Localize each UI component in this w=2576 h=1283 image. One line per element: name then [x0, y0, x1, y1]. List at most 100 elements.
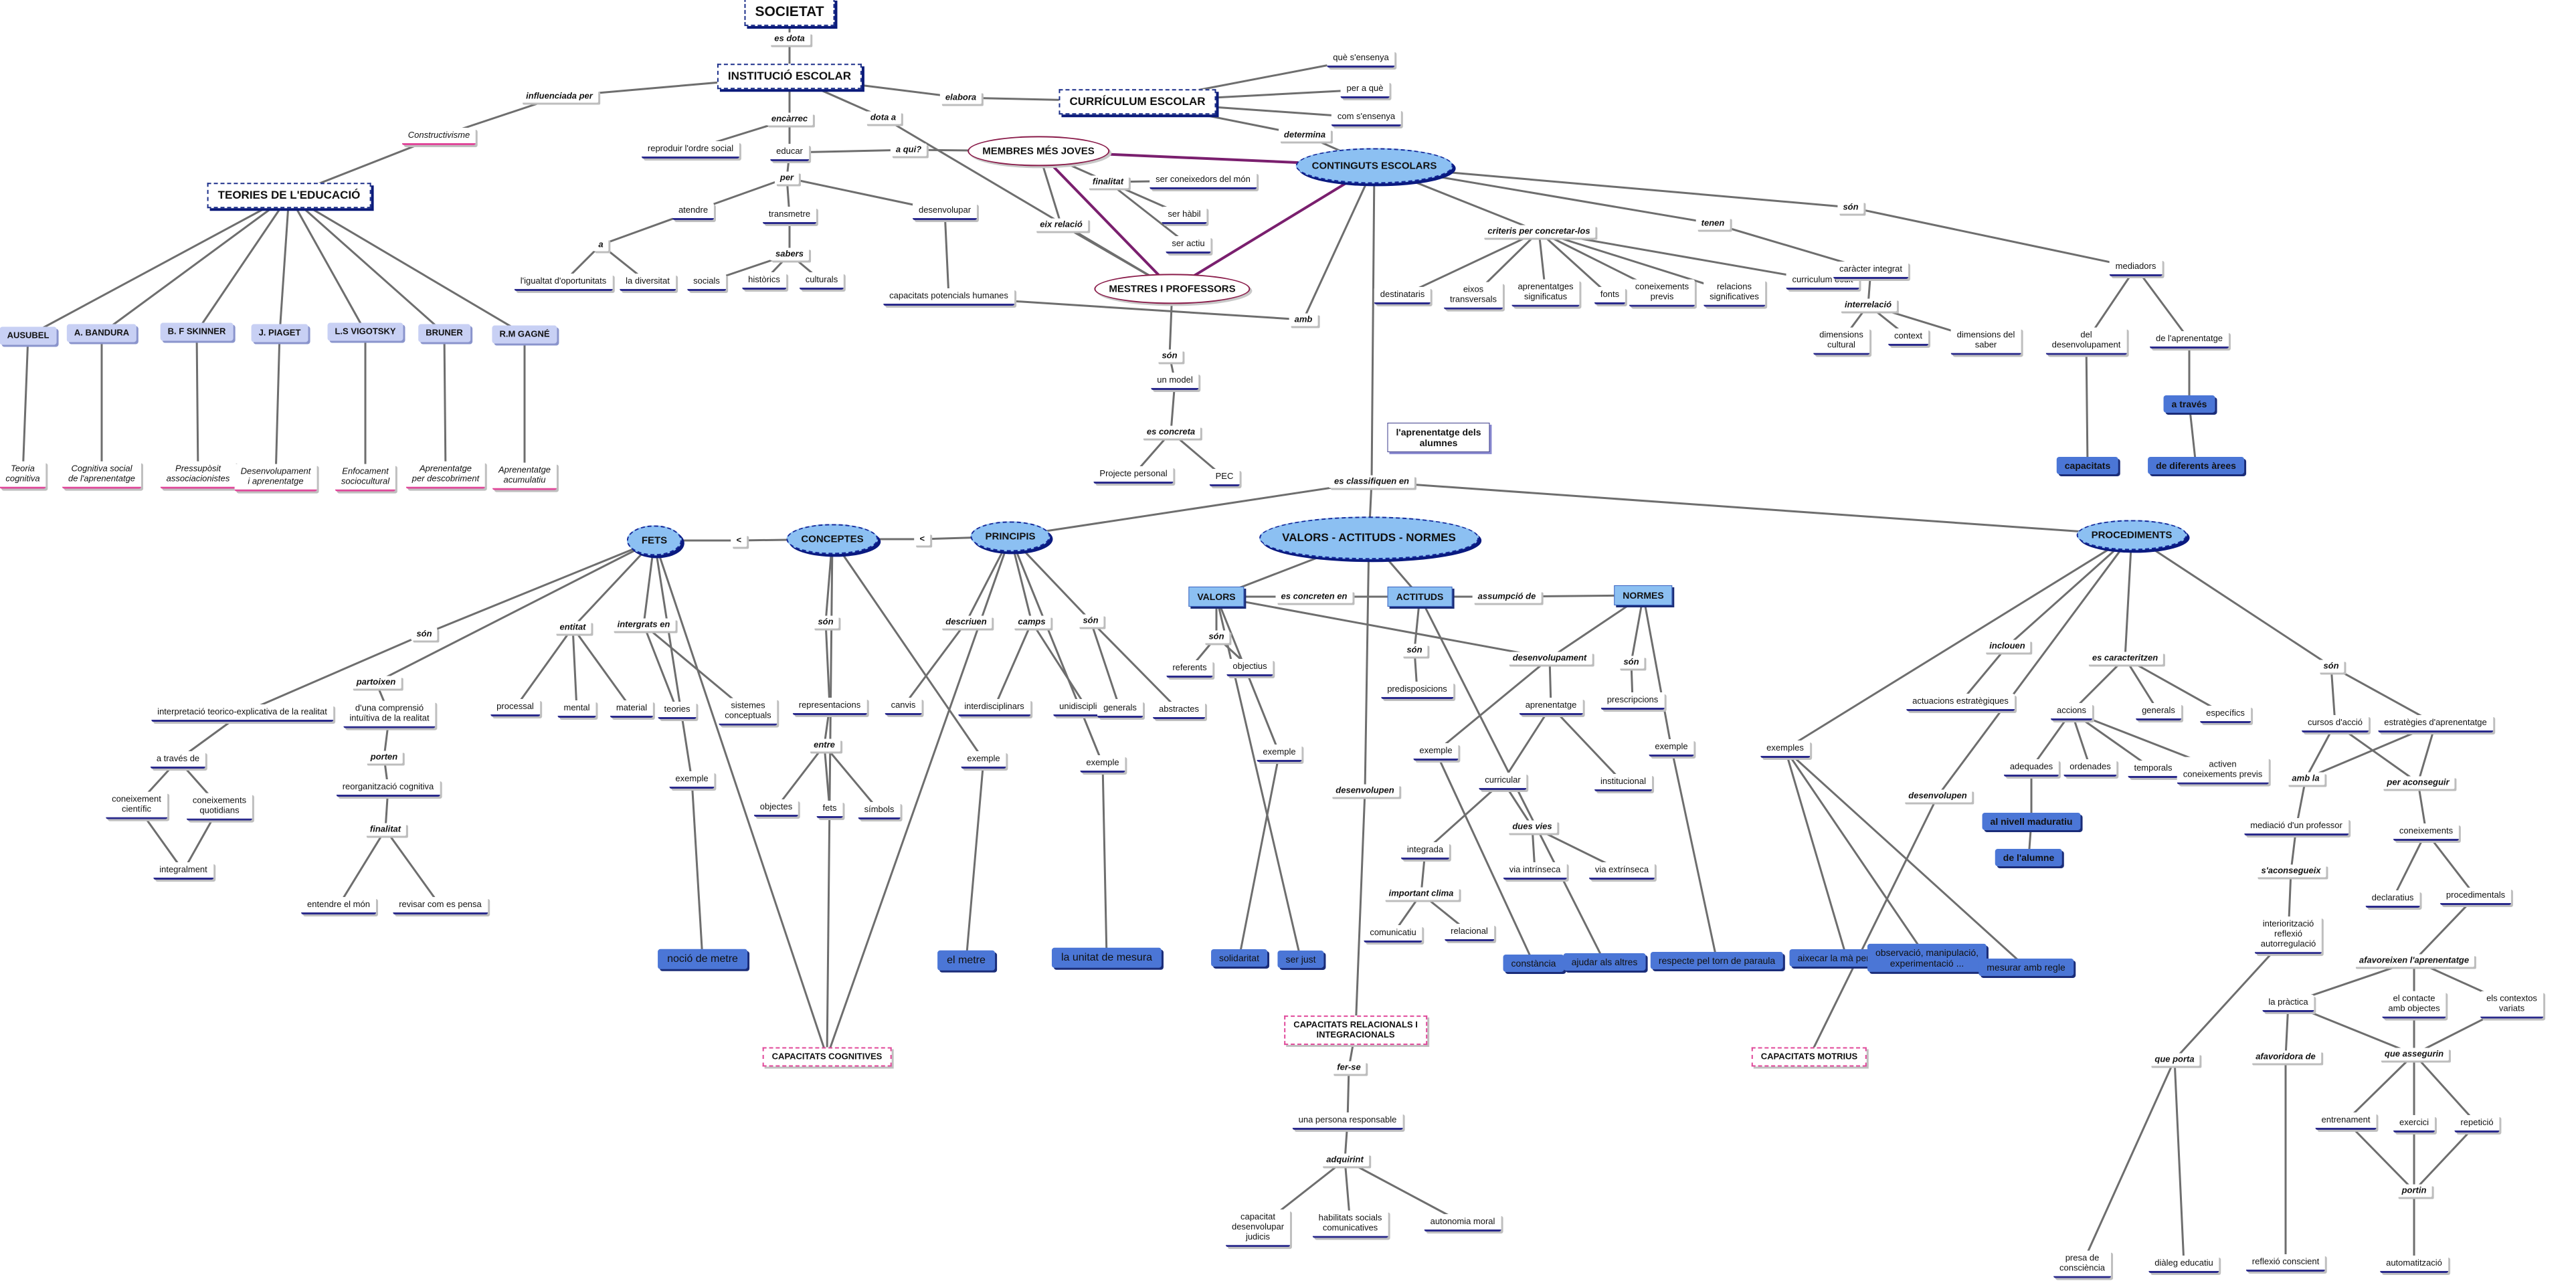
edge-desenv1-exemple5: [1435, 657, 1550, 753]
node-mestres: MESTRES I PROFESSORS: [1094, 274, 1251, 304]
node-ordenades: ordenades: [2063, 759, 2117, 777]
edge-exemple5-constancia: [1435, 751, 1535, 964]
node-infl: influenciada per: [521, 90, 598, 103]
edge-normes-desenv1: [1549, 594, 1644, 660]
node-dimcult: dimensions cultural: [1813, 327, 1869, 355]
edge-curricular-integrada: [1424, 780, 1504, 852]
edge-procediments-caract: [2124, 534, 2133, 659]
node-desenvolupen1: desenvolupen: [1330, 784, 1400, 797]
edge-desenvolupen1-caprel: [1354, 790, 1366, 1031]
node-coneixements: coneixements: [2393, 823, 2460, 841]
node-delapr: de l'aprenentatge: [2149, 331, 2229, 349]
edge-practica-afavoridora: [2284, 1003, 2290, 1058]
node-capjudicis: capacitat desenvolupar judicis: [1225, 1209, 1291, 1247]
node-entrenament: entrenament: [2315, 1112, 2377, 1130]
node-coneprev: coneixements previs: [1629, 279, 1695, 307]
node-important: important clima: [1383, 887, 1459, 900]
node-skinner: B. F SKINNER: [160, 322, 234, 341]
node-mediadors: mediadors: [2109, 259, 2163, 276]
node-mental: mental: [557, 700, 596, 718]
node-pec: PEC: [1209, 469, 1240, 486]
node-repres: representacions: [792, 698, 867, 715]
node-prescrip: prescripcions: [1600, 692, 1665, 710]
node-son1: són: [1156, 349, 1183, 363]
node-practica: la pràctica: [2262, 995, 2314, 1012]
edge-queporta-dialeg: [2173, 1059, 2185, 1265]
node-capcog: CAPACITATS COGNITIVES: [762, 1047, 892, 1067]
node-metre: el metre: [937, 950, 995, 971]
node-material: material: [610, 700, 654, 718]
edge-valors-desenv1: [1216, 595, 1550, 660]
edge-finalitat2-revisar: [384, 829, 442, 906]
edge-vacn-desenvolupen1: [1364, 537, 1370, 791]
edge-son5-abstractes: [1089, 619, 1180, 712]
edge-normes-son8: [1630, 595, 1645, 663]
edge-fets-partoixen: [375, 539, 655, 684]
node-generals1: generals: [1097, 700, 1143, 718]
node-capacitats2: capacitats: [2056, 456, 2119, 475]
node-societat: SOCIETAT: [744, 0, 835, 27]
node-referents: referents: [1166, 660, 1213, 678]
edge-son2-mediadors: [1850, 206, 2136, 269]
node-respecte: respecte pel torn de paraula: [1650, 951, 1784, 970]
node-curricular: curricular: [1479, 773, 1527, 790]
node-fets: FETS: [626, 525, 682, 556]
node-come: com s'ensenya: [1331, 109, 1402, 126]
node-aprenentatgealumnes: l'aprenentatge dels alumnes: [1387, 422, 1490, 453]
edge-entitat-mental: [571, 627, 578, 710]
node-sistemes: sistemes conceptuals: [719, 698, 777, 726]
node-teories: TEORIES DE L'EDUCACIÓ: [207, 183, 371, 208]
node-lt2: <: [914, 532, 930, 546]
node-adequades: adequades: [2003, 759, 2059, 777]
node-mesurar: mesurar amb regle: [1979, 958, 2074, 977]
node-conequot: coneixements quotidians: [186, 793, 253, 821]
node-diversitat: la diversitat: [620, 274, 676, 291]
node-amb1: amb: [1289, 313, 1318, 326]
edge-principis-capcog: [826, 536, 1012, 1058]
node-eixos: eixos transversals: [1443, 282, 1503, 310]
node-finalitat2: finalitat: [364, 823, 407, 836]
node-assumpcio: assumpció de: [1472, 590, 1542, 603]
node-comunicatiu: comunicatiu: [1364, 925, 1422, 943]
node-porten: porten: [365, 751, 403, 764]
node-persona: una persona responsable: [1292, 1112, 1403, 1130]
node-mediacio: mediació d'un professor: [2244, 818, 2349, 835]
node-afavoreixen: afavoreixen l'aprenentatge: [2353, 954, 2475, 967]
edge-criteris-currocult: [1538, 230, 1823, 282]
edge-son5-generals1: [1089, 620, 1121, 710]
edge-mestres-continguts: [1171, 165, 1376, 290]
node-perque: per a què: [1340, 81, 1390, 98]
node-curric: CURRÍCULUM ESCOLAR: [1059, 89, 1216, 114]
edge-conceptes-exemple2: [831, 538, 985, 761]
edge-cursos-amb2: [2304, 723, 2336, 779]
edge-amb1-continguts: [1302, 165, 1376, 320]
edge-integrats-teories2: [642, 624, 678, 711]
edge-ferse-persona: [1346, 1067, 1350, 1122]
node-cursos: cursos d'acció: [2302, 715, 2369, 732]
edge-finalitat2-entendre: [337, 829, 387, 906]
node-nivell: al nivell maduratiu: [1982, 812, 2081, 831]
node-comprensio: d'una comprensió intuïtiva de la realita…: [343, 700, 436, 728]
node-interdis: interdisciplinars: [958, 699, 1030, 716]
edge-exemples-observacio: [1784, 749, 1928, 959]
node-integralment: integralment: [153, 862, 213, 880]
node-processal: processal: [490, 699, 540, 716]
node-especifics: específics: [2200, 706, 2251, 723]
edge-deldes-capacitats2: [2085, 340, 2089, 466]
edge-criteris-relsig: [1538, 230, 1735, 294]
node-ajudar: ajudar als altres: [1563, 953, 1646, 971]
edge-cursos-peraconseguir: [2334, 722, 2419, 784]
node-th7: Aprenentatge acumulatiu: [492, 462, 557, 490]
edge-desenvolupen2-capmotr: [1808, 795, 1939, 1058]
edge-caract-especifics: [2124, 657, 2226, 716]
node-autonomia: autonomia moral: [1424, 1214, 1501, 1231]
edge-exemples-aixecar: [1784, 749, 1848, 959]
node-ausubel: AUSUBEL: [0, 326, 57, 345]
node-caprel: CAPACITATS RELACIONALS I INTEGRACIONALS: [1284, 1015, 1427, 1045]
node-habil: ser hàbil: [1162, 207, 1207, 224]
node-abstractes: abstractes: [1153, 702, 1205, 719]
node-esconcreta: es concreta: [1141, 425, 1201, 439]
edge-entre-objectes: [775, 745, 826, 809]
edge-teories-ausubel: [27, 194, 290, 337]
node-inst: INSTITUCIÓ ESCOLAR: [717, 64, 862, 89]
